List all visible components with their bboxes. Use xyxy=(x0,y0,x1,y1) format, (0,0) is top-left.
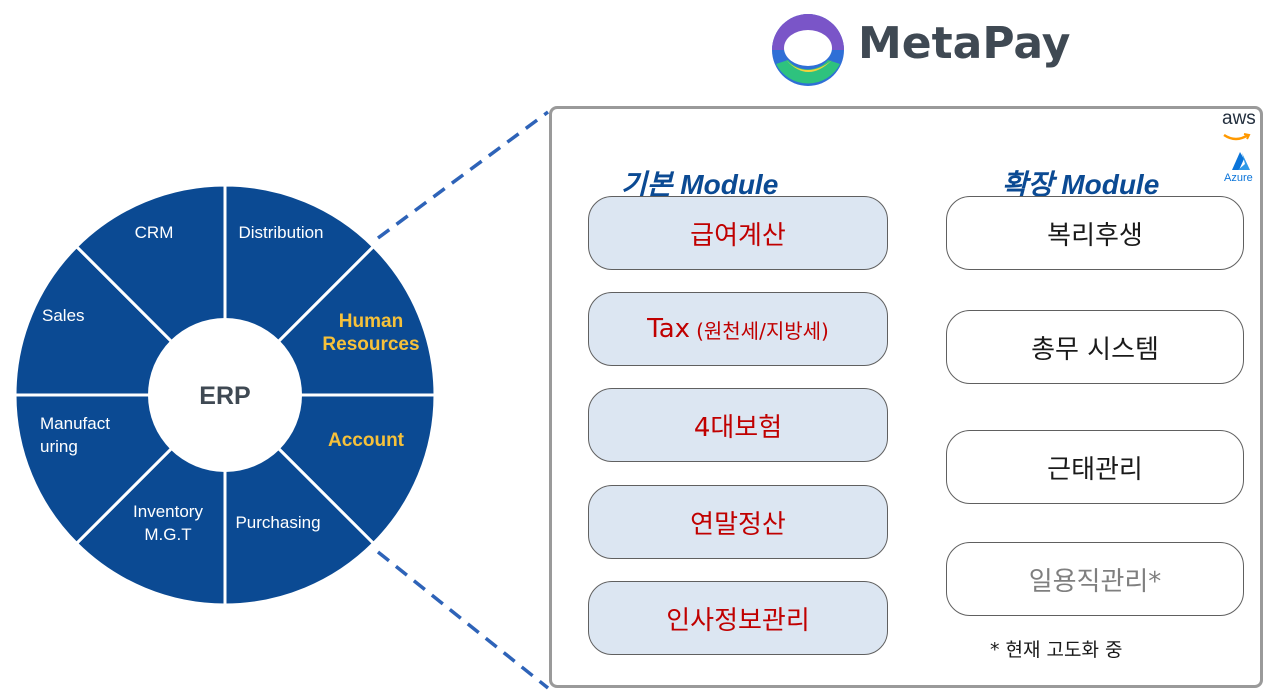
module-social-insurance: 4대보험 xyxy=(588,388,888,462)
module-daily-worker: 일용직관리* xyxy=(946,542,1244,616)
module-tax: Tax (원천세/지방세) xyxy=(588,292,888,366)
connector-line-top xyxy=(376,110,550,240)
module-panel xyxy=(549,106,1263,688)
erp-segment-label: Sales xyxy=(42,306,85,325)
erp-segment-label: Purchasing xyxy=(235,513,320,532)
module-hr-info: 인사정보관리 xyxy=(588,581,888,655)
module-attendance: 근태관리 xyxy=(946,430,1244,504)
erp-center-label: ERP xyxy=(199,382,250,410)
module-general-affairs: 총무 시스템 xyxy=(946,310,1244,384)
erp-segment-label: Account xyxy=(328,430,405,451)
erp-segment-label: CRM xyxy=(135,223,174,242)
in-progress-note: * 현재 고도화 중 xyxy=(990,639,1123,661)
metapay-logo-text: MetaPay xyxy=(858,18,1071,69)
module-payroll: 급여계산 xyxy=(588,196,888,270)
aws-logo: aws xyxy=(1222,108,1256,129)
erp-center-circle xyxy=(148,318,302,472)
connector-line-bottom xyxy=(376,550,550,690)
azure-icon xyxy=(1232,152,1250,170)
erp-segment-label: Distribution xyxy=(238,223,323,242)
extended-module-heading: 확장 Module xyxy=(1002,169,1160,200)
azure-label: Azure xyxy=(1224,172,1253,184)
metapay-logo-icon xyxy=(772,14,844,86)
module-welfare: 복리후생 xyxy=(946,196,1244,270)
aws-smile-icon xyxy=(1223,133,1251,141)
basic-module-heading: 기본 Module xyxy=(621,169,779,200)
module-year-end-settlement: 연말정산 xyxy=(588,485,888,559)
